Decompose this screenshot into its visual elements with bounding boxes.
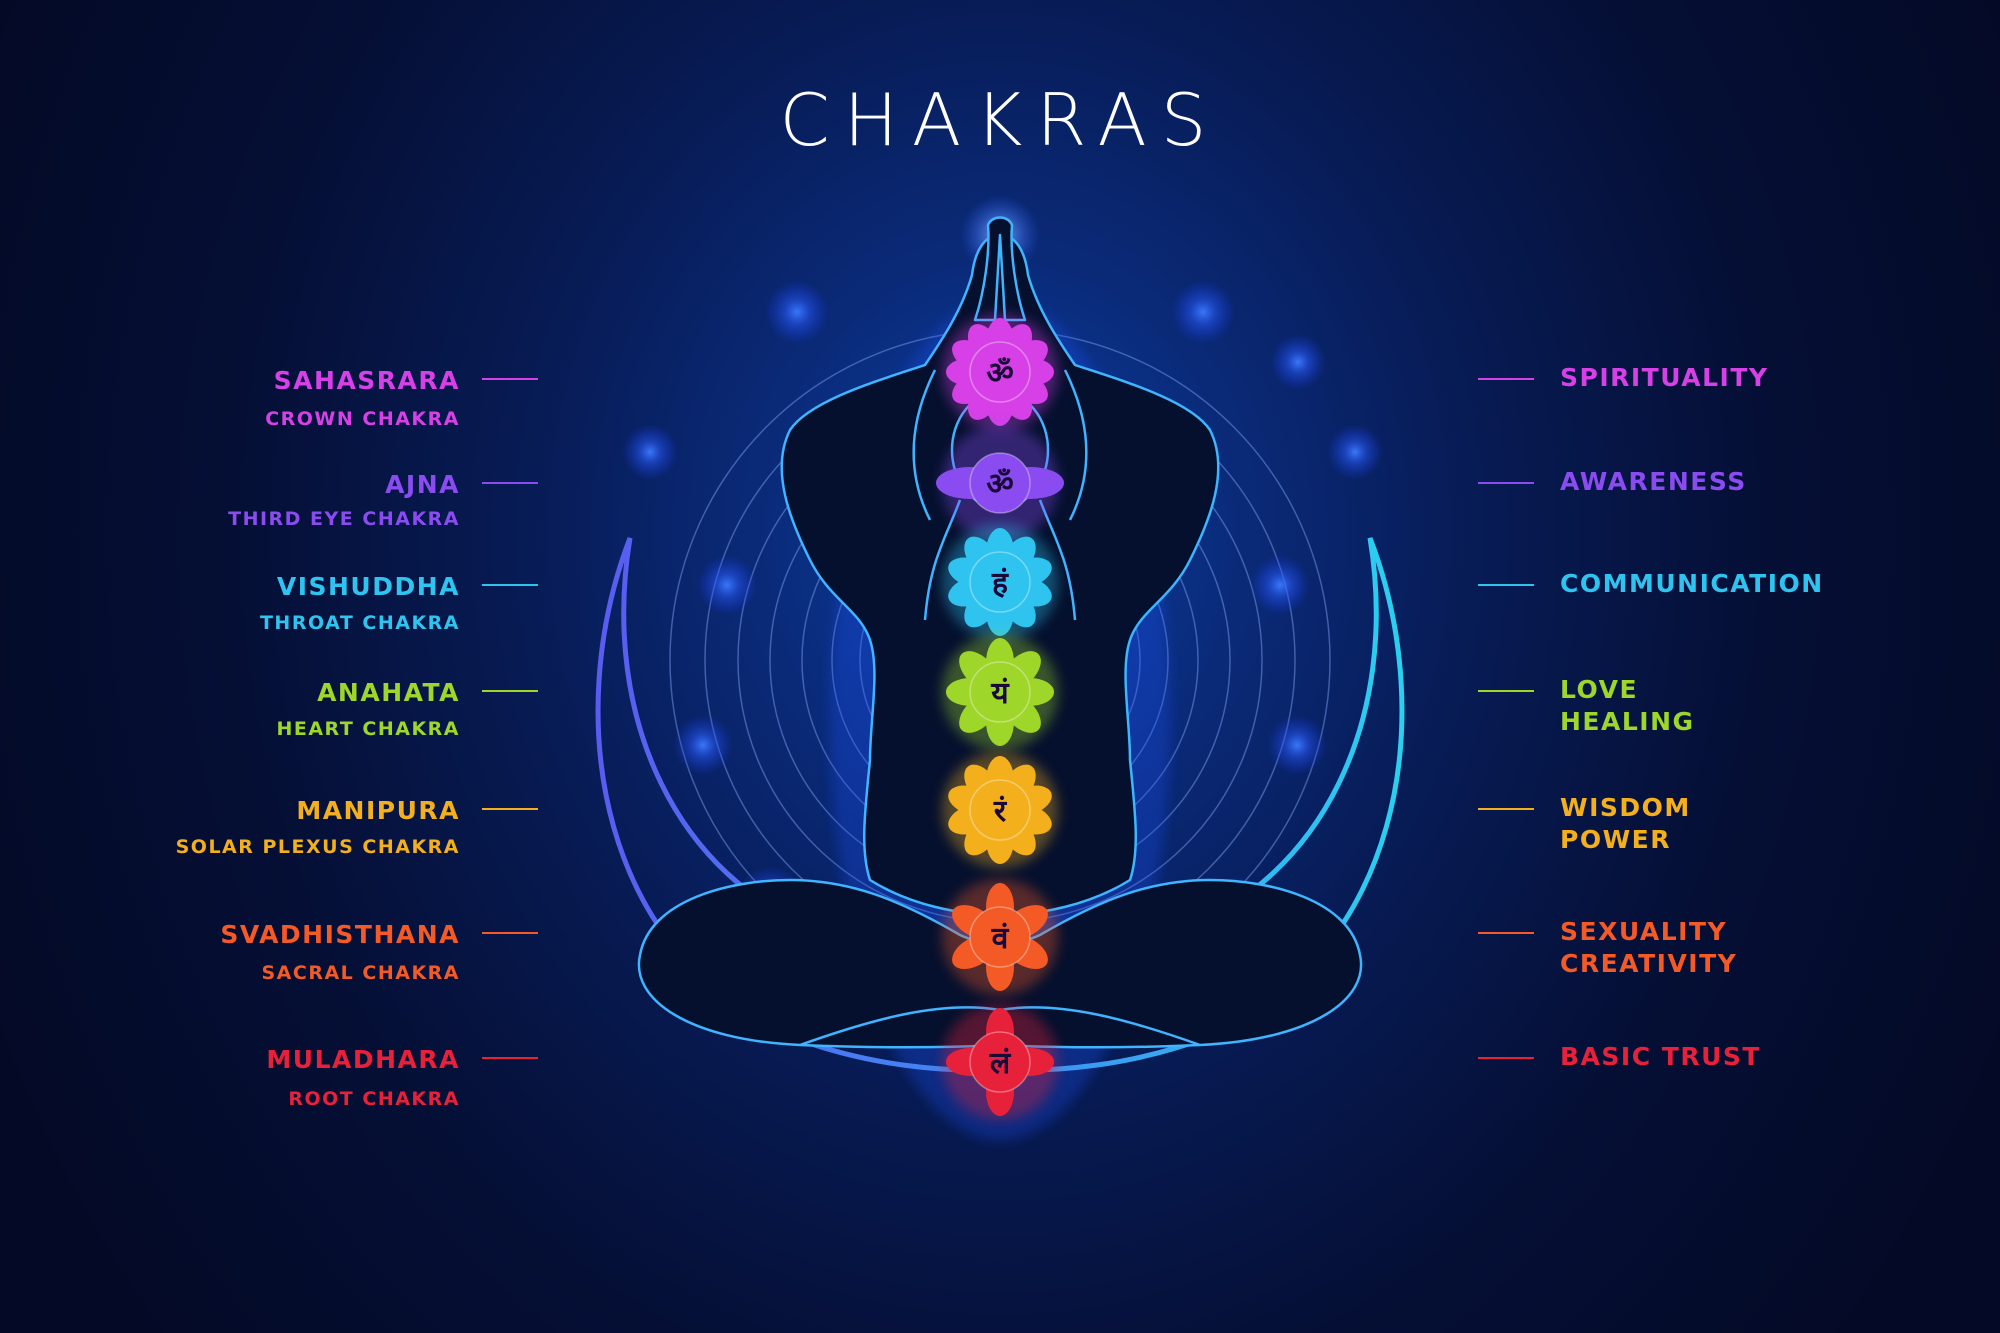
chakra-meaning-line: SPIRITUALITY: [1560, 363, 1769, 392]
chakra-symbol-glyph: ॐ: [986, 356, 1013, 391]
chakra-subtitle: SOLAR PLEXUS CHAKRA: [175, 836, 460, 858]
chakra-meaning-line: AWARENESS: [1560, 467, 1747, 496]
chakra-name: MANIPURA: [296, 796, 460, 825]
chakra-symbol-glyph: रं: [993, 794, 1008, 829]
chakra-center-disk: [969, 551, 1031, 613]
chakra-meaning-line: BASIC TRUST: [1560, 1042, 1761, 1071]
chakra-center-disk: [969, 341, 1031, 403]
chakra-meaning-line: CREATIVITY: [1560, 949, 1738, 978]
left-connector-line: [482, 690, 538, 692]
left-connector-line: [482, 1057, 538, 1059]
left-connector-line: [482, 808, 538, 810]
chakra-subtitle: THROAT CHAKRA: [259, 612, 460, 634]
chakra-meaning: SPIRITUALITY: [1560, 362, 1960, 394]
left-connector-line: [482, 584, 538, 586]
right-connector-line: [1478, 808, 1534, 810]
chakra-center-disk: [969, 661, 1031, 723]
left-connector-line: [482, 378, 538, 380]
right-connector-line: [1478, 690, 1534, 692]
left-connector-line: [482, 482, 538, 484]
chakra-symbol-glyph: ॐ: [986, 467, 1013, 502]
chakra-symbol-glyph: यं: [990, 676, 1010, 711]
chakra-symbol-glyph: हं: [991, 566, 1009, 601]
chakra-meaning-line: LOVE: [1560, 675, 1639, 704]
chakra-center-disk: [969, 906, 1031, 968]
chakra-name: AJNA: [385, 470, 460, 499]
chakra-meaning-line: POWER: [1560, 825, 1671, 854]
chakra-name: MULADHARA: [266, 1045, 460, 1074]
chakra-symbol-glyph: वं: [991, 921, 1010, 956]
chakra-meaning: WISDOM POWER: [1560, 792, 1960, 856]
chakra-meaning: LOVE HEALING: [1560, 674, 1960, 738]
chakra-name: SAHASRARA: [273, 366, 460, 395]
chakra-meaning: BASIC TRUST: [1560, 1041, 1960, 1073]
chakra-name: VISHUDDHA: [276, 572, 460, 601]
page-title: CHAKRAS: [779, 78, 1221, 162]
chakra-symbol-glyph: लं: [989, 1046, 1012, 1081]
chakra-meaning-line: SEXUALITY: [1560, 917, 1728, 946]
chakra-meaning-line: COMMUNICATION: [1560, 569, 1824, 598]
chakra-symbols: ॐ ॐ हं यं रं वं लं: [936, 314, 1064, 1120]
right-connector-line: [1478, 1057, 1534, 1059]
right-connector-line: [1478, 482, 1534, 484]
chakra-center-disk: [969, 779, 1031, 841]
chakra-meaning: COMMUNICATION: [1560, 568, 1960, 600]
chakra-subtitle: THIRD EYE CHAKRA: [228, 508, 460, 530]
right-connector-line: [1478, 932, 1534, 934]
chakra-name: ANAHATA: [317, 678, 460, 707]
chakra-subtitle: HEART CHAKRA: [276, 718, 460, 740]
right-connector-line: [1478, 584, 1534, 586]
chakra-meaning: SEXUALITY CREATIVITY: [1560, 916, 1960, 980]
right-connector-line: [1478, 378, 1534, 380]
left-connector-line: [482, 932, 538, 934]
chakra-subtitle: CROWN CHAKRA: [265, 408, 460, 430]
chakra-center-disk: [969, 1031, 1031, 1093]
chakra-name: SVADHISTHANA: [220, 920, 460, 949]
chakra-subtitle: ROOT CHAKRA: [288, 1088, 460, 1110]
chakra-meaning-line: HEALING: [1560, 707, 1695, 736]
chakra-meaning-line: WISDOM: [1560, 793, 1691, 822]
chakra-subtitle: SACRAL CHAKRA: [261, 962, 460, 984]
chakra-meaning: AWARENESS: [1560, 466, 1960, 498]
chakra-center-disk: [969, 452, 1031, 514]
